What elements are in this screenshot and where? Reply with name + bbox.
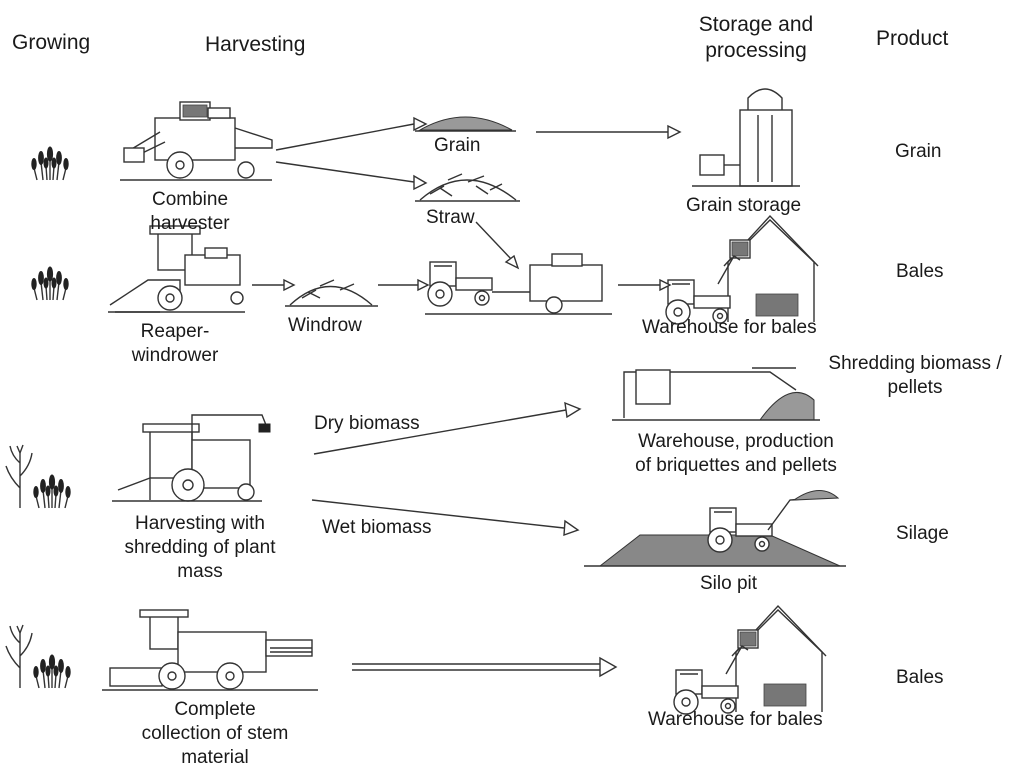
header-product: Product: [876, 27, 949, 50]
harvesting-shred-line2: shredding of plant: [124, 537, 276, 558]
tall-crop-icon: [5, 624, 33, 689]
silo-pit-label: Silo pit: [700, 573, 758, 594]
grain-pile-icon: [415, 116, 516, 132]
reaper-line1: Reaper-: [140, 321, 210, 342]
forage-harvester-icon: [112, 414, 271, 502]
windrow-pile-icon: [285, 279, 378, 307]
dry-biomass-label: Dry biomass: [314, 413, 420, 434]
warehouse-pellets-line2: of briquettes and pellets: [635, 455, 837, 476]
grain-silo-icon: [692, 88, 800, 187]
silo-pit-icon: [584, 490, 846, 567]
harvesting-shredding-label: Harvesting with shredding of plant mass: [105, 512, 295, 584]
grain-storage-label: Grain storage: [686, 195, 802, 216]
windrow-label: Windrow: [288, 315, 362, 336]
complete-line1: Complete: [174, 699, 256, 720]
complete-line2: collection of stem: [141, 723, 289, 744]
reaper-windrower-label: Reaper- windrower: [110, 320, 240, 368]
harvesting-shred-line1: Harvesting with: [135, 513, 265, 534]
warehouse-bales-label-1: Warehouse for bales: [642, 317, 817, 338]
reaper-line2: windrower: [131, 345, 219, 366]
product-shredding: Shredding biomass / pellets: [812, 352, 1018, 400]
harvesting-shred-line3: mass: [177, 561, 223, 582]
header-harvesting: Harvesting: [205, 33, 306, 56]
flow-arrows: [252, 116, 682, 678]
combine-line2: harvester: [150, 213, 230, 234]
header-storage-line2: processing: [705, 39, 807, 62]
wheat-crop-icon: [31, 146, 69, 181]
complete-collection-label: Complete collection of stem material: [120, 698, 310, 770]
wet-biomass-label: Wet biomass: [322, 517, 432, 538]
stem-collector-icon: [102, 609, 318, 691]
warehouse-pellets-line1: Warehouse, production: [638, 431, 834, 452]
product-shredding-line2: pellets: [887, 377, 943, 398]
straw-intermediate-label: Straw: [426, 207, 475, 228]
product-grain: Grain: [895, 141, 942, 162]
warehouse-icon: [666, 216, 818, 324]
combine-harvester-icon: [120, 101, 273, 181]
grain-intermediate-label: Grain: [434, 135, 481, 156]
combine-harvester-label: Combine harvester: [125, 188, 255, 236]
warehouse-icon: [674, 606, 826, 714]
pellet-warehouse-icon: [612, 367, 820, 421]
wheat-crop-icon: [31, 266, 69, 301]
reaper-windrower-icon: [108, 225, 245, 313]
wheat-crop-icon: [33, 474, 71, 509]
wheat-crop-icon: [33, 654, 71, 689]
combine-line1: Combine: [151, 189, 229, 210]
product-shredding-line1: Shredding biomass /: [828, 353, 1002, 374]
tall-crop-icon: [5, 444, 33, 509]
header-storage-line1: Storage and: [698, 13, 814, 36]
complete-line3: material: [181, 747, 249, 768]
product-silage: Silage: [896, 523, 949, 544]
product-bales-1: Bales: [896, 261, 944, 282]
product-bales-2: Bales: [896, 667, 944, 688]
warehouse-pellets-label: Warehouse, production of briquettes and …: [606, 430, 866, 478]
tractor-baler-icon: [425, 253, 612, 315]
straw-pile-icon: [415, 173, 520, 202]
warehouse-bales-label-2: Warehouse for bales: [648, 709, 823, 730]
header-growing: Growing: [12, 31, 91, 54]
header-storage: Storage and processing: [676, 12, 836, 64]
